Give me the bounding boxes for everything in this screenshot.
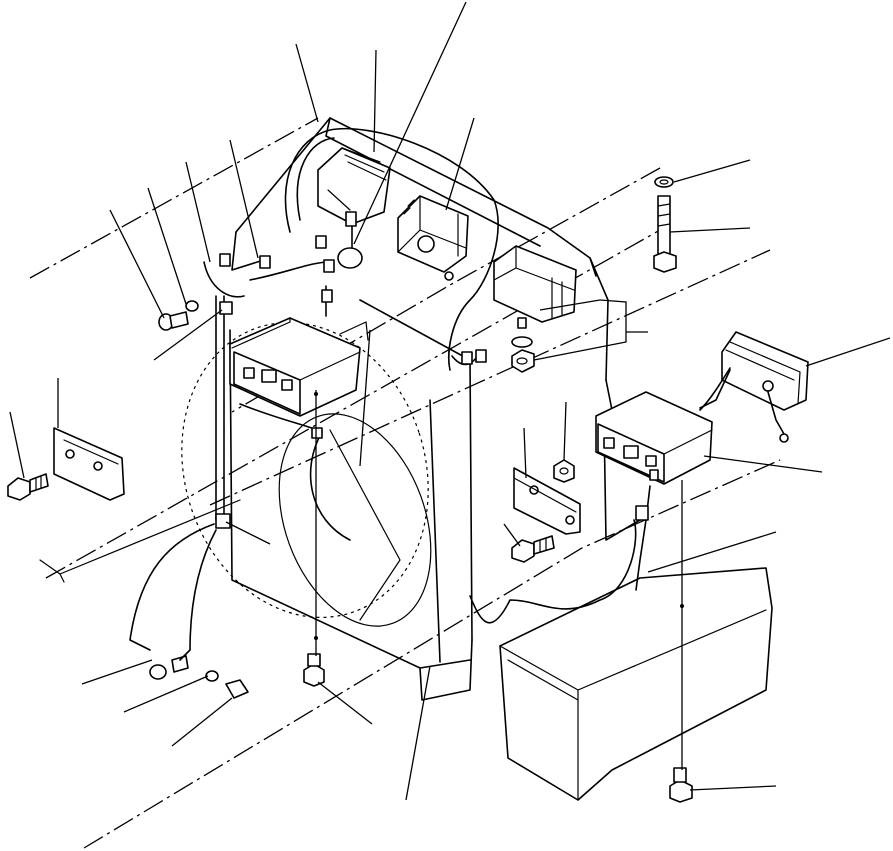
bolt-upper-left (158, 300, 199, 331)
work-lamp-top (317, 147, 391, 251)
fan-shroud (181, 322, 432, 627)
bracket-plate-right (513, 467, 581, 535)
bolt-battery (669, 767, 693, 803)
battery (499, 567, 773, 801)
horn (397, 195, 469, 281)
clip-bolt-lower-left (149, 655, 249, 699)
bracket-plate-left (53, 427, 125, 501)
bolt-left-plate (7, 473, 49, 501)
bolt-washer-upper-right (653, 176, 677, 273)
leader-lines (9, 1, 891, 801)
rear-lamp-right (699, 331, 809, 443)
work-lamp-right (493, 245, 577, 329)
connectors (215, 235, 649, 529)
control-box-left (229, 317, 369, 417)
bolt-lower-mid (303, 653, 325, 687)
index-marks (314, 392, 684, 640)
bolt-right-plate (511, 535, 555, 563)
control-box-right (595, 391, 713, 485)
washer-nut-stack (511, 336, 535, 373)
nut-right (553, 459, 575, 483)
